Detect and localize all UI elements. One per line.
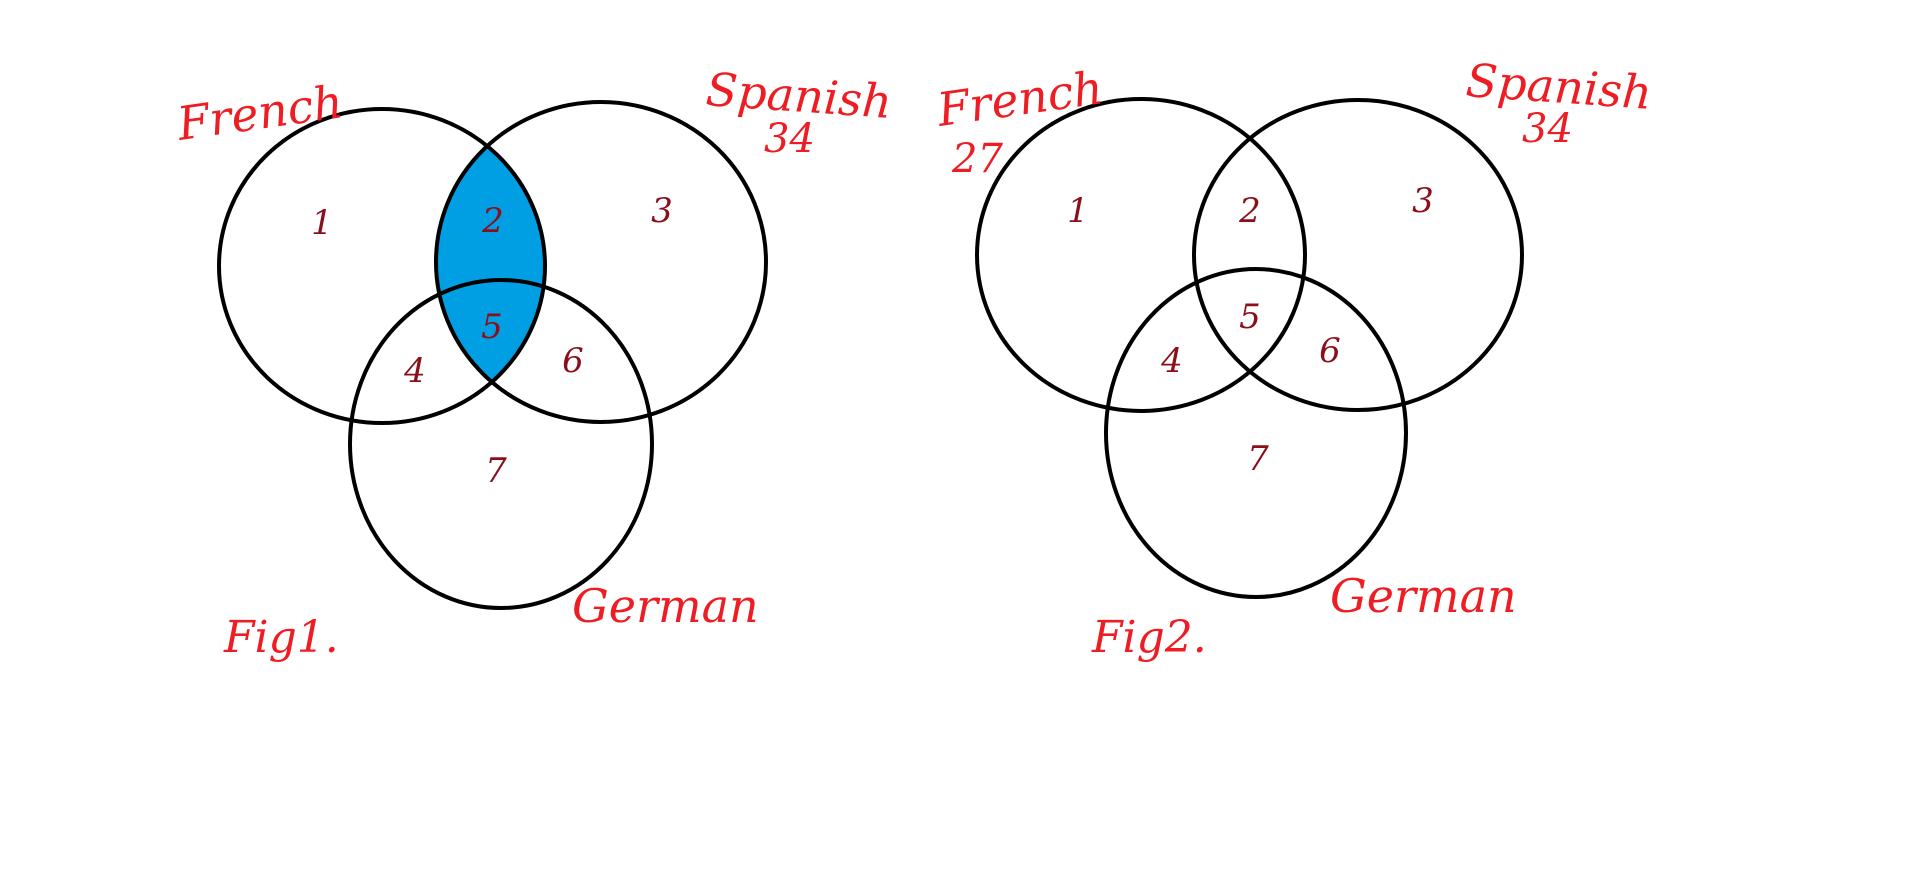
fig1-region-7: 7 (485, 451, 507, 491)
figure-2: French 27 Spanish 34 German Fig2. 1 2 3 … (933, 53, 1653, 663)
fig1-region-6: 6 (562, 341, 584, 381)
fig1-caption: Fig1. (223, 612, 339, 663)
fig1-region-1: 1 (311, 203, 333, 243)
fig2-region-3: 3 (1412, 181, 1434, 221)
fig2-french-circle (975, 97, 1307, 413)
fig1-german-label: German (572, 579, 759, 633)
fig2-region-5: 5 (1239, 297, 1261, 337)
fig1-region-5: 5 (481, 307, 503, 347)
fig2-region-7: 7 (1247, 439, 1269, 479)
fig1-spanish-count: 34 (764, 116, 815, 162)
fig2-region-2: 2 (1238, 191, 1261, 231)
fig1-region-3: 3 (651, 191, 673, 231)
fig1-region-2: 2 (481, 201, 504, 241)
fig2-german-label: German (1330, 569, 1517, 623)
fig2-caption: Fig2. (1091, 612, 1207, 663)
fig2-spanish-count: 34 (1522, 106, 1573, 152)
fig1-region-4: 4 (403, 351, 426, 391)
fig1-german-circle (348, 278, 654, 610)
fig2-spanish-circle (1192, 98, 1524, 412)
fig2-french-label: French (933, 60, 1106, 137)
fig2-region-6: 6 (1319, 331, 1341, 371)
fig2-region-1: 1 (1067, 191, 1089, 231)
fig2-region-4: 4 (1160, 341, 1183, 381)
figure-1: French Spanish 34 German Fig1. 1 2 3 4 5… (173, 62, 893, 663)
fig1-spanish-circle (434, 100, 768, 424)
fig2-german-circle (1104, 267, 1408, 599)
fig1-french-label: French (173, 74, 346, 151)
fig2-spanish-label: Spanish (1464, 53, 1653, 120)
fig2-french-count: 27 (951, 136, 1003, 182)
fig1-french-circle (217, 107, 547, 425)
fig1-spanish-label: Spanish (704, 62, 893, 129)
